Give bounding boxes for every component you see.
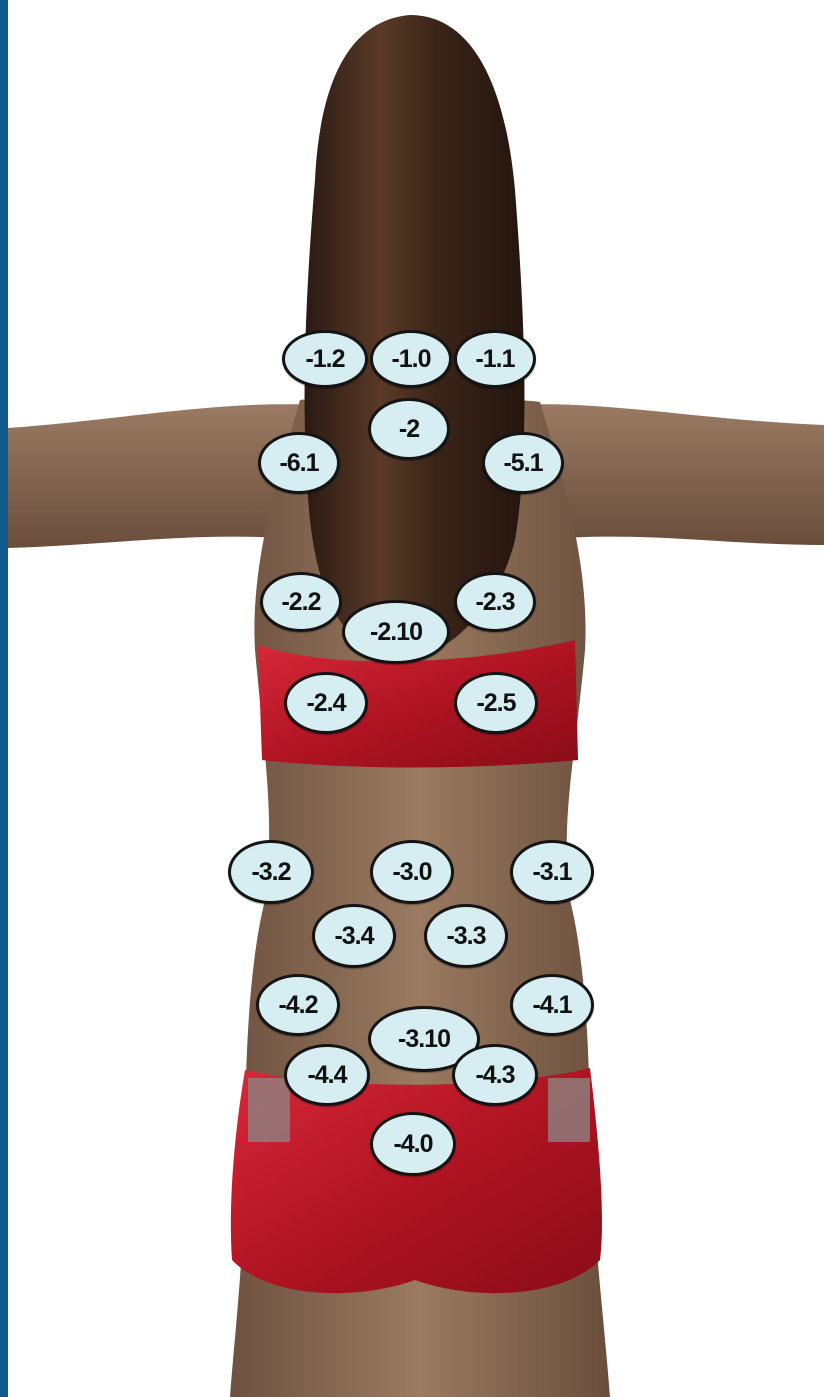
marker-m-4-1[interactable]: -4.1 (510, 974, 594, 1036)
marker-m-1-0[interactable]: -1.0 (370, 330, 452, 388)
marker-label: -3.2 (251, 858, 290, 887)
marker-m-2-4[interactable]: -2.4 (284, 672, 368, 734)
right-hip-patch (548, 1078, 590, 1142)
marker-label: -1.2 (305, 345, 344, 374)
marker-label: -2.3 (475, 588, 514, 617)
marker-m-4-3[interactable]: -4.3 (452, 1044, 538, 1106)
marker-m-1-2[interactable]: -1.2 (282, 330, 368, 388)
marker-m-2-10[interactable]: -2.10 (342, 600, 450, 664)
marker-label: -4.0 (393, 1130, 432, 1159)
marker-m-6-1[interactable]: -6.1 (258, 432, 340, 494)
marker-label: -3.10 (398, 1025, 450, 1054)
marker-m-2-2[interactable]: -2.2 (260, 572, 342, 632)
marker-m-2[interactable]: -2 (368, 398, 450, 460)
marker-label: -6.1 (279, 449, 318, 478)
marker-label: -1.1 (475, 345, 514, 374)
marker-m-2-5[interactable]: -2.5 (454, 672, 538, 734)
marker-label: -1.0 (391, 345, 430, 374)
marker-m-3-4[interactable]: -3.4 (312, 904, 396, 968)
marker-m-4-2[interactable]: -4.2 (256, 974, 340, 1036)
marker-m-5-1[interactable]: -5.1 (482, 432, 564, 494)
marker-label: -4.2 (278, 991, 317, 1020)
marker-m-4-4[interactable]: -4.4 (284, 1044, 370, 1106)
marker-label: -2.4 (306, 689, 345, 718)
marker-m-3-2[interactable]: -3.2 (228, 840, 314, 904)
marker-m-2-3[interactable]: -2.3 (454, 572, 536, 632)
marker-m-3-3[interactable]: -3.3 (424, 904, 508, 968)
marker-label: -2.10 (370, 618, 422, 647)
marker-m-3-0[interactable]: -3.0 (370, 840, 454, 904)
marker-m-3-1[interactable]: -3.1 (510, 840, 594, 904)
marker-label: -2 (399, 415, 419, 444)
marker-label: -2.2 (281, 588, 320, 617)
marker-label: -2.5 (476, 689, 515, 718)
marker-label: -5.1 (503, 449, 542, 478)
marker-label: -3.1 (532, 858, 571, 887)
left-hip-patch (248, 1078, 290, 1142)
marker-m-1-1[interactable]: -1.1 (454, 330, 536, 388)
marker-label: -3.0 (392, 858, 431, 887)
marker-label: -3.4 (334, 922, 373, 951)
marker-label: -4.4 (307, 1061, 346, 1090)
marker-label: -4.3 (475, 1061, 514, 1090)
marker-label: -4.1 (532, 991, 571, 1020)
marker-label: -3.3 (446, 922, 485, 951)
marker-m-4-0[interactable]: -4.0 (370, 1112, 456, 1176)
